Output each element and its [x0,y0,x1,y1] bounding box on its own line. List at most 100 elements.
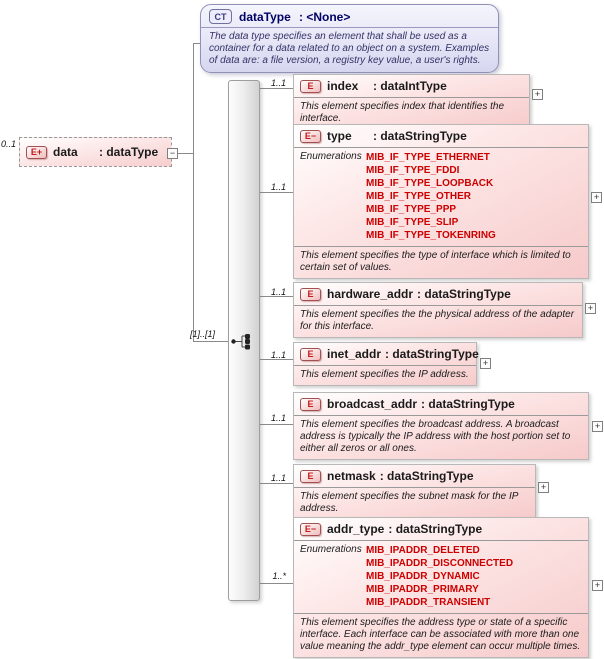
element-hardware-addr[interactable]: E hardware_addr: dataStringType This ele… [293,282,583,338]
element-inet-addr[interactable]: E inet_addr: dataStringType This element… [293,342,479,386]
complextype-icon: CT [209,9,232,24]
cardinality-label: 1..* [272,571,286,581]
expand-button[interactable]: + [592,580,603,591]
cardinality-label: 1..1 [270,78,286,88]
element-title: broadcast_addr: dataStringType [327,397,515,411]
element-icon: E− [300,129,321,143]
divider [294,97,529,98]
element-type: : dataStringType [379,469,474,483]
element-header: E broadcast_addr: dataStringType [294,393,588,415]
divider [294,540,588,541]
element-title: index : dataIntType [327,79,447,93]
element-title: addr_type: dataStringType [327,522,482,536]
divider [294,305,582,306]
element-icon: E− [300,522,321,536]
enumeration-value: MIB_IF_TYPE_FDDI [366,165,460,176]
enumerations-block: Enumerations MIB_IPADDR_DELETED MIB_IPAD… [294,541,588,613]
element-addr-type[interactable]: E− addr_type: dataStringType Enumeration… [293,517,589,658]
complextype-header: CT dataType: <None> [201,5,498,27]
element-name: hardware_addr [327,287,414,301]
element-name: index [327,79,359,93]
connector-line [258,296,293,297]
element-type: : dataType [99,145,159,159]
cardinality-label: 1..1 [270,182,286,192]
connector-line [258,359,293,360]
enumeration-values: MIB_IPADDR_DELETED MIB_IPADDR_DISCONNECT… [366,544,513,609]
element-annotation: This element specifies index that identi… [300,101,504,124]
element-annotation: This element specifies the type of inter… [300,250,571,273]
connector-line [193,43,201,44]
element-icon: E [300,469,321,483]
sequence-compositor-icon[interactable] [230,333,254,350]
connector-line [176,153,193,154]
collapse-button[interactable]: − [167,148,178,159]
connector-line [258,583,293,584]
element-name: data [53,145,78,159]
cardinality-label: 1..1 [270,350,286,360]
element-header: E inet_addr: dataStringType [294,343,479,365]
element-name: inet_addr [327,347,382,361]
enumeration-value: MIB_IPADDR_DYNAMIC [366,571,480,582]
expand-button[interactable]: + [585,303,596,314]
element-type: : dataStringType [388,522,483,536]
divider [294,415,588,416]
element-icon: E [300,347,321,361]
element-annotation: This element specifies the the physical … [300,309,575,332]
enumeration-value: MIB_IPADDR_TRANSIENT [366,597,491,608]
element-annotation: This element specifies the broadcast add… [300,419,571,454]
enumeration-value: MIB_IF_TYPE_TOKENRING [366,230,496,241]
connector-line [258,483,293,484]
enumerations-block: Enumerations MIB_IF_TYPE_ETHERNET MIB_IF… [294,148,588,246]
element-icon: E+ [26,145,47,159]
enumeration-values: MIB_IF_TYPE_ETHERNET MIB_IF_TYPE_FDDI MI… [366,151,496,242]
connector-line [258,424,293,425]
element-type: : dataStringType [417,287,511,301]
element-type-if[interactable]: E− type: dataStringType Enumerations MIB… [293,124,589,279]
enumeration-value: MIB_IF_TYPE_ETHERNET [366,152,490,163]
element-index[interactable]: E index : dataIntType This element specif… [293,74,530,130]
element-type: : dataStringType [421,397,515,411]
element-broadcast-addr[interactable]: E broadcast_addr: dataStringType This el… [293,392,589,460]
divider [294,365,476,366]
complextype-title: dataType: <None> [239,10,350,24]
element-icon: E [300,79,321,93]
element-netmask[interactable]: E netmask: dataStringType This element s… [293,464,536,520]
element-header: E− addr_type: dataStringType [294,518,588,540]
element-type: : dataIntType [373,79,447,93]
cardinality-label: 1..1 [270,413,286,423]
element-type: : dataStringType [385,347,479,361]
cardinality-label: 1..1 [270,287,286,297]
complextype-datatype-box[interactable]: CT dataType: <None> The data type specif… [200,4,499,73]
sequence-model-group-bar [228,80,260,601]
divider [201,27,498,28]
element-header: E index : dataIntType [294,75,529,97]
expand-button[interactable]: + [592,421,603,432]
expand-button[interactable]: + [591,192,602,203]
element-title: data : dataType [53,145,158,159]
divider [294,246,588,247]
connector-line [258,88,293,89]
complextype-name: dataType [239,9,291,24]
complextype-annotation: The data type specifies an element that … [209,31,490,66]
enumeration-value: MIB_IF_TYPE_LOOPBACK [366,178,494,189]
element-data[interactable]: E+ data : dataType [19,137,172,167]
element-annotation: This element specifies the subnet mask f… [300,491,519,514]
element-annotation: This element specifies the address type … [300,617,581,652]
element-header: E− type: dataStringType [294,125,588,147]
element-icon: E [300,397,321,411]
connector-line [193,341,233,342]
element-type: : dataStringType [373,129,467,143]
enumerations-label: Enumerations [300,544,362,555]
divider [294,613,588,614]
enumeration-value: MIB_IF_TYPE_SLIP [366,217,459,228]
expand-button[interactable]: + [538,482,549,493]
element-title: hardware_addr: dataStringType [327,287,511,301]
element-name: netmask [327,469,376,483]
expand-button[interactable]: + [532,89,543,100]
enumerations-label: Enumerations [300,151,362,162]
element-title: netmask: dataStringType [327,469,474,483]
expand-button[interactable]: + [480,358,491,369]
cardinality-label: 1..1 [270,473,286,483]
connector-line [258,192,293,193]
